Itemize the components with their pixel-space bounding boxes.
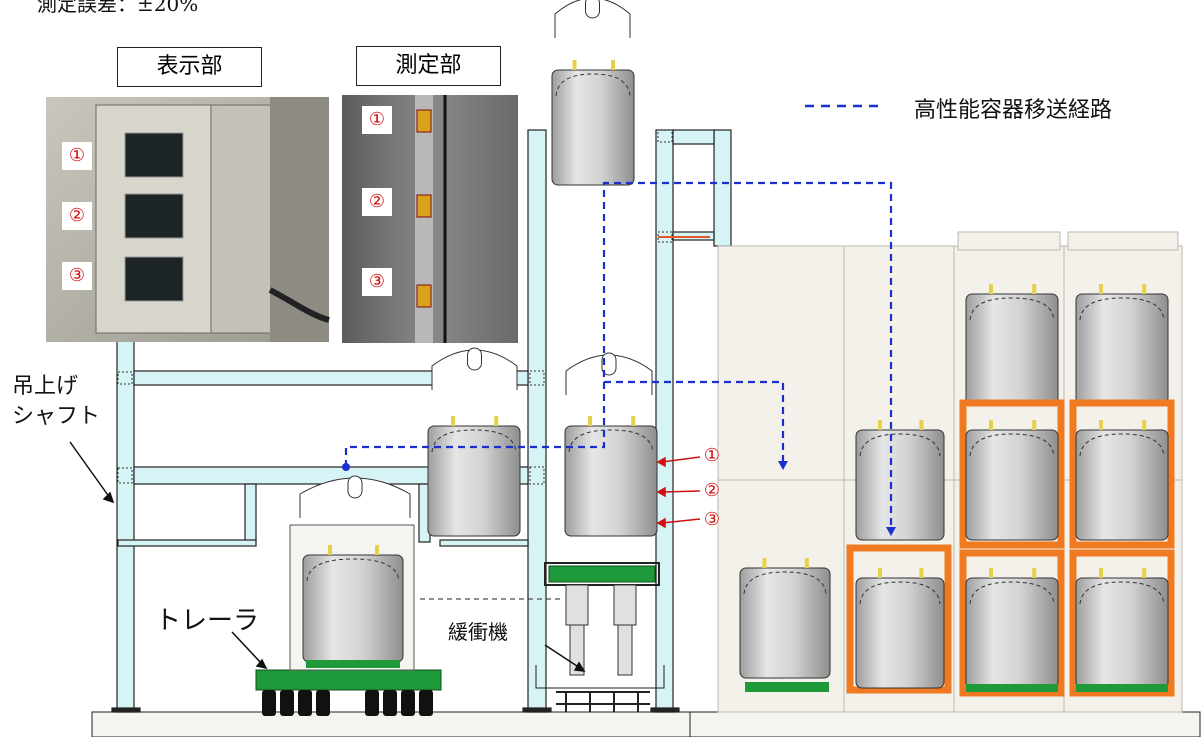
lifter-mid-left bbox=[431, 347, 518, 390]
display-section-label: 表示部 bbox=[117, 47, 262, 87]
container-trailer bbox=[302, 545, 404, 663]
hoist-shaft-label: 吊上げ シャフト bbox=[12, 374, 101, 429]
header-note: 測定誤差：±20% bbox=[37, 0, 199, 16]
container-pit-2b bbox=[855, 568, 945, 689]
ground-slab bbox=[91, 711, 1201, 737]
trailer-label: トレーラ bbox=[155, 606, 260, 636]
sensor-marker-3: ③ bbox=[703, 509, 721, 530]
measurement-unit-photo bbox=[342, 95, 518, 343]
container-pit-1 bbox=[739, 558, 831, 679]
measure-marker-3: ③ bbox=[362, 268, 392, 296]
legend-route-label: 高性能容器移送経路 bbox=[914, 98, 1113, 123]
container-pit-4c bbox=[1075, 568, 1169, 689]
sensor-arrows bbox=[656, 456, 701, 529]
shock-absorber bbox=[535, 562, 665, 712]
route-origin-dot bbox=[342, 463, 350, 471]
hoist-frame bbox=[111, 129, 732, 713]
photo-marker-2: ② bbox=[62, 202, 92, 230]
sensor-marker-2: ② bbox=[703, 480, 721, 501]
container-top bbox=[551, 60, 635, 186]
container-pit-4a bbox=[1075, 284, 1169, 405]
photo-marker-3: ③ bbox=[62, 262, 92, 290]
measurement-section-label: 測定部 bbox=[356, 46, 501, 86]
lifter-trailer bbox=[299, 475, 411, 518]
sensor-marker-1: ① bbox=[703, 445, 721, 466]
container-pit-4b bbox=[1075, 420, 1169, 541]
measure-marker-2: ② bbox=[362, 188, 392, 216]
trailer bbox=[255, 669, 442, 716]
container-pit-3c bbox=[965, 568, 1059, 689]
container-pit-3b bbox=[965, 420, 1059, 541]
display-unit-photo bbox=[46, 97, 330, 342]
container-mid-left bbox=[427, 416, 521, 537]
container-pit-3a bbox=[965, 284, 1059, 405]
container-sensor bbox=[564, 416, 658, 537]
photo-marker-1: ① bbox=[62, 142, 92, 170]
transfer-route bbox=[344, 181, 893, 534]
measure-marker-1: ① bbox=[362, 106, 392, 134]
shock-absorber-label: 緩衝機 bbox=[448, 620, 508, 644]
lifter-mid bbox=[565, 352, 653, 395]
container-pit-2 bbox=[855, 420, 945, 541]
lifter-top bbox=[554, 0, 631, 38]
